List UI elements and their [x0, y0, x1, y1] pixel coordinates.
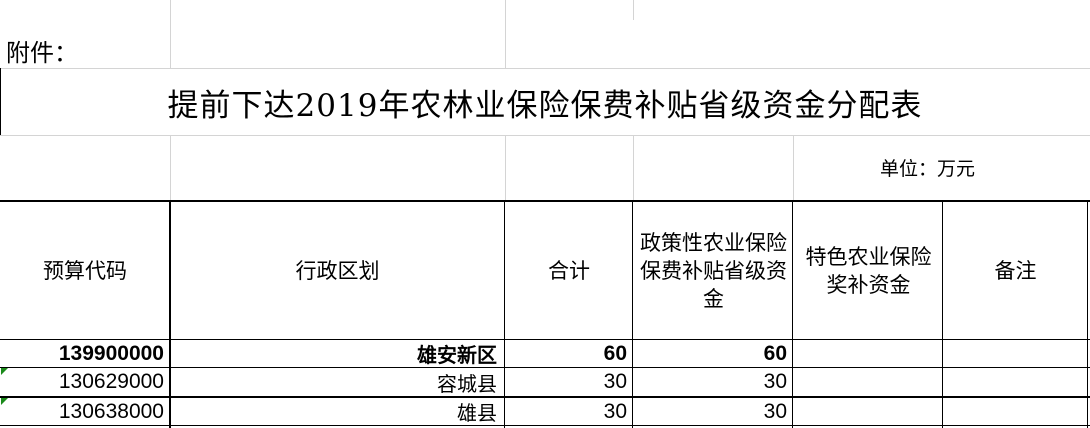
- page-title: 提前下达2019年农林业保险保费补贴省级资金分配表: [167, 87, 923, 124]
- table-border: [0, 367, 1090, 368]
- error-indicator-icon: [1, 368, 8, 375]
- cell-policy[interactable]: 30: [763, 399, 787, 423]
- gridline: [633, 135, 634, 201]
- gridline: [505, 0, 506, 68]
- table-border: [632, 200, 633, 428]
- cell-policy[interactable]: 30: [763, 370, 787, 393]
- table-border: [942, 200, 943, 428]
- attachment-label: 附件：: [6, 38, 78, 67]
- gridline: [633, 0, 634, 20]
- error-indicator-icon: [1, 398, 8, 405]
- table-border: [0, 339, 1090, 340]
- cell-code[interactable]: 130638000: [58, 399, 164, 423]
- table-border: [0, 200, 1090, 202]
- cell-total[interactable]: 30: [603, 399, 627, 423]
- cell-policy[interactable]: 60: [763, 341, 787, 365]
- header-region: 行政区划: [295, 258, 380, 283]
- header-special-subsidy: 特色农业保险奖补资金: [805, 244, 932, 297]
- cell-code[interactable]: 130629000: [58, 370, 164, 393]
- unit-label: 单位：万元: [880, 157, 976, 180]
- table-border: [1087, 200, 1088, 428]
- table-border: [792, 200, 793, 428]
- cell-region[interactable]: 雄县: [457, 401, 497, 425]
- gridline: [793, 135, 794, 201]
- cell-region[interactable]: 雄安新区: [417, 343, 497, 367]
- header-note: 备注: [994, 258, 1037, 283]
- gridline: [0, 135, 1090, 136]
- gridline: [0, 68, 1090, 69]
- cell-total[interactable]: 60: [603, 341, 627, 365]
- gridline: [170, 0, 171, 68]
- table-border: [0, 396, 1090, 398]
- gridline: [170, 135, 171, 201]
- cell-total[interactable]: 30: [603, 370, 627, 393]
- header-budget-code: 预算代码: [43, 258, 127, 283]
- table-border: [169, 200, 171, 428]
- table-border: [0, 425, 1090, 426]
- header-total: 合计: [548, 258, 590, 283]
- header-policy-subsidy: 政策性农业保险保费补贴省级资金: [640, 230, 787, 311]
- cell-code[interactable]: 139900000: [58, 341, 164, 365]
- cell-region[interactable]: 容城县: [437, 371, 497, 396]
- gridline: [505, 135, 506, 201]
- title-border: [0, 68, 1, 135]
- table-border: [504, 200, 505, 428]
